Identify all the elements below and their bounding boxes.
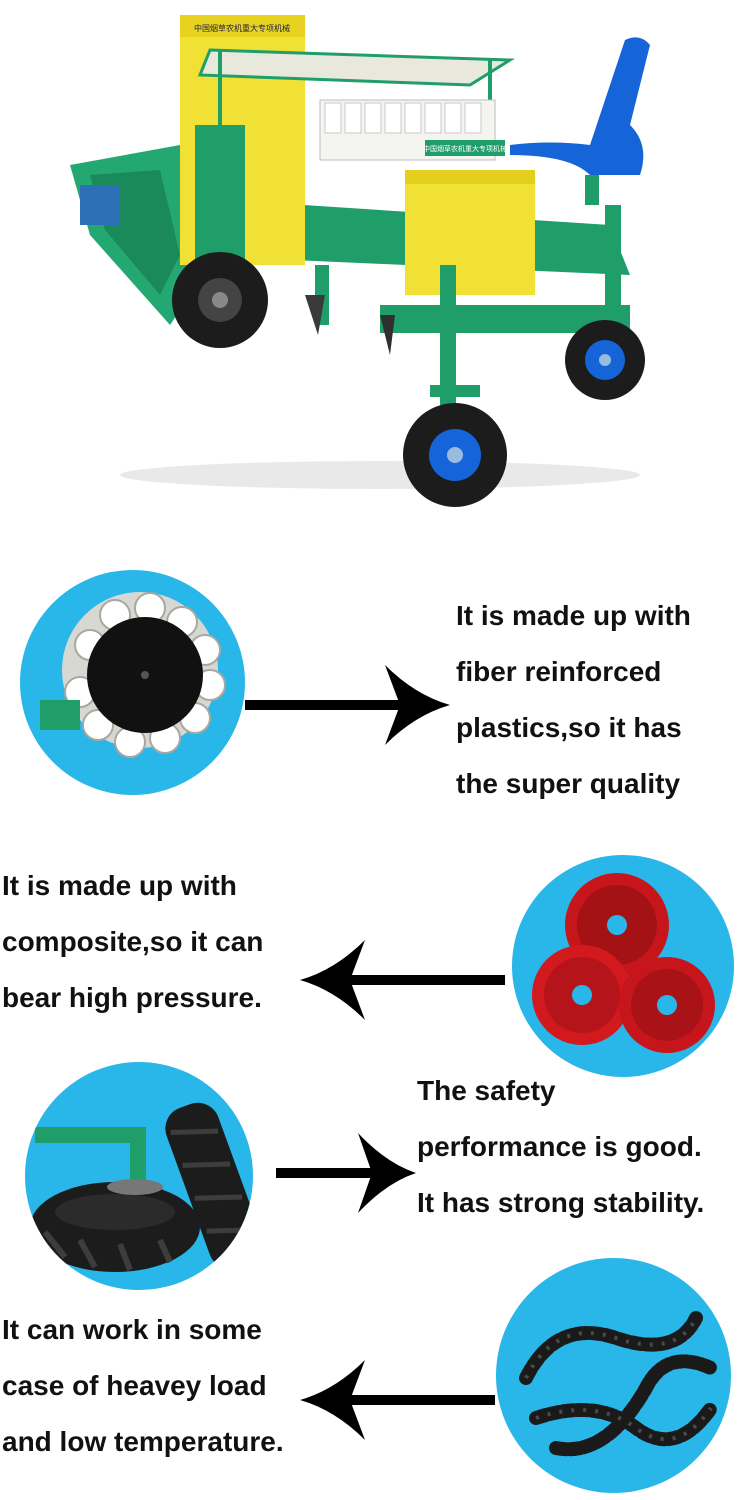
arrow-left-2 bbox=[300, 935, 505, 1025]
chain-photo bbox=[496, 1258, 731, 1493]
red-discs-photo bbox=[512, 855, 734, 1077]
feature-line: It has strong stability. bbox=[417, 1187, 705, 1218]
feature-line: the super quality bbox=[456, 768, 681, 799]
feature-line: It can work in some bbox=[2, 1314, 262, 1345]
feature-line: plastics,so it has bbox=[456, 712, 682, 743]
feature-text-discs: It is made up with composite,so it can b… bbox=[2, 858, 263, 1026]
feature-line: It is made up with bbox=[456, 600, 691, 631]
feature-line: composite,so it can bbox=[2, 926, 264, 957]
feature-text-tires: The safety performance is good. It has s… bbox=[417, 1063, 704, 1231]
transplanter-machine-image: 中国烟草农机重大专项机械 中国烟草农机重大专项机械 bbox=[50, 5, 690, 520]
arrow-right-1 bbox=[245, 660, 450, 750]
feature-line: The safety bbox=[417, 1075, 556, 1106]
panel-label-right: 中国烟草农机重大专项机械 bbox=[423, 144, 507, 153]
arrow-left-4 bbox=[300, 1355, 495, 1445]
tire-left bbox=[172, 252, 268, 348]
panel-label-left: 中国烟草农机重大专项机械 bbox=[194, 23, 290, 33]
arrow-right-3 bbox=[276, 1128, 416, 1218]
cup-carousel-photo bbox=[20, 570, 245, 795]
feature-line: case of heavey load bbox=[2, 1370, 267, 1401]
feature-line: performance is good. bbox=[417, 1131, 702, 1162]
tires-photo bbox=[25, 1062, 253, 1290]
feature-line: and low temperature. bbox=[2, 1426, 284, 1457]
feature-text-cups: It is made up with fiber reinforced plas… bbox=[456, 588, 691, 812]
feature-line: It is made up with bbox=[2, 870, 237, 901]
feature-line: bear high pressure. bbox=[2, 982, 262, 1013]
feature-text-chain: It can work in some case of heavey load … bbox=[2, 1302, 284, 1470]
feature-line: fiber reinforced bbox=[456, 656, 662, 687]
